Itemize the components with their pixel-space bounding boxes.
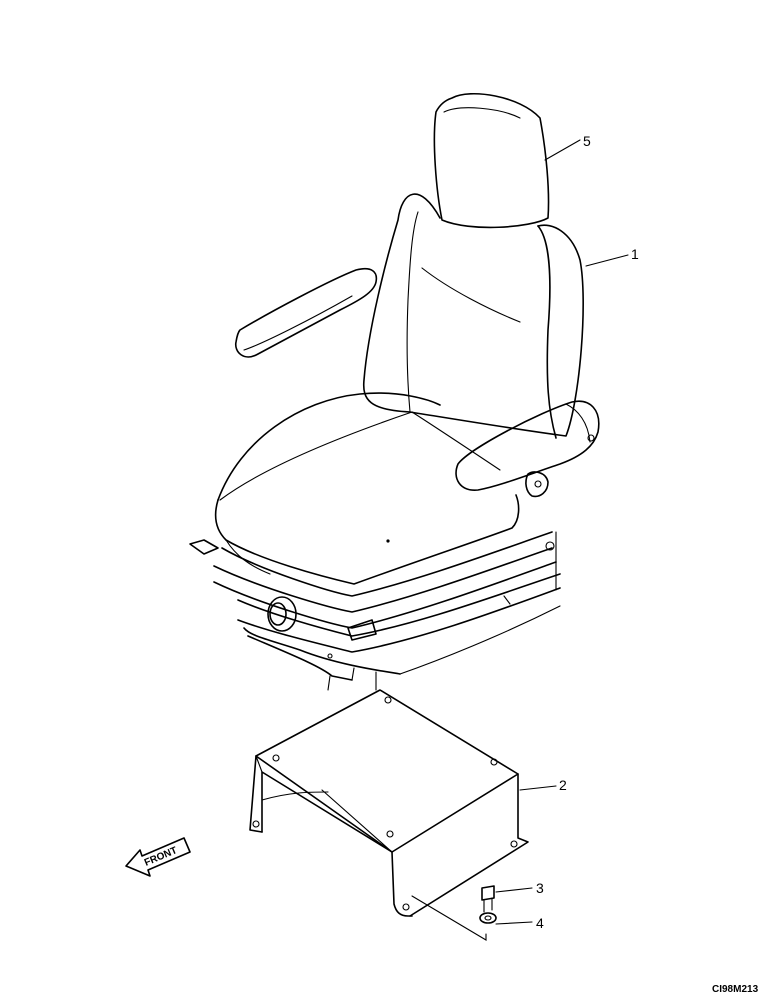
seat-backrest bbox=[362, 193, 584, 439]
callout-seat: 1 bbox=[631, 246, 639, 262]
seat-suspension bbox=[189, 531, 561, 691]
headrest bbox=[433, 92, 550, 229]
drawing-code: CI98M213 bbox=[712, 984, 759, 995]
seat-cushion bbox=[214, 392, 520, 585]
left-armrest bbox=[234, 267, 378, 358]
callout-base-bracket: 2 bbox=[559, 777, 567, 793]
leader-lines bbox=[495, 139, 629, 925]
assembly-line bbox=[411, 895, 487, 941]
adjustment-knob bbox=[267, 596, 297, 632]
callout-bolt: 3 bbox=[536, 880, 544, 896]
front-arrow-icon: FRONT bbox=[125, 837, 191, 877]
right-armrest bbox=[455, 400, 600, 498]
callout-washer: 4 bbox=[536, 915, 544, 931]
washer bbox=[479, 912, 497, 924]
bolt bbox=[481, 885, 495, 913]
callout-headrest: 5 bbox=[583, 133, 591, 149]
base-bracket bbox=[249, 689, 529, 917]
